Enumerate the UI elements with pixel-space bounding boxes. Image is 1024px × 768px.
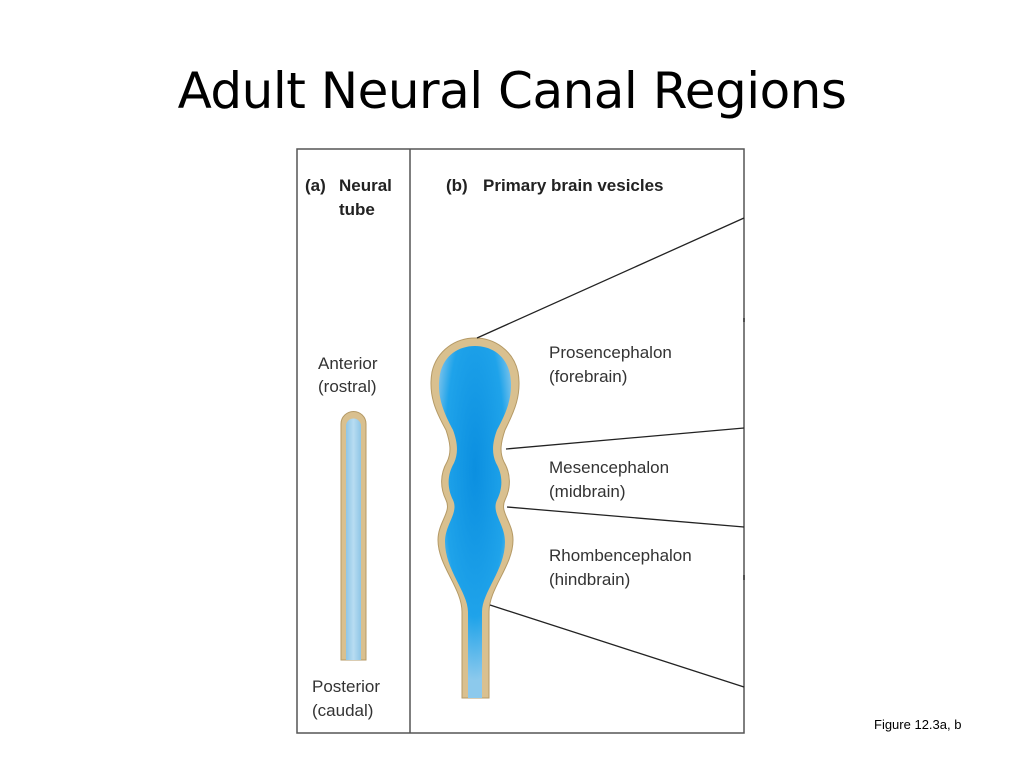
rostral-label: (rostral) [318,377,377,396]
anterior-label: Anterior [318,354,378,373]
leader-lines [476,217,745,688]
posterior-label: Posterior [312,677,381,696]
panel-a-heading-line1: Neural [339,176,392,195]
panel-b-letter: (b) [446,176,468,195]
panel-a-letter: (a) [305,176,326,195]
mesencephalon-label: Mesencephalon [549,458,670,477]
figure-frame [296,148,745,734]
panel-b-heading: Primary brain vesicles [483,176,664,195]
forebrain-label: (forebrain) [549,367,628,386]
prosencephalon-label: Prosencephalon [549,343,672,362]
midbrain-label: (midbrain) [549,482,626,501]
caudal-label: (caudal) [312,701,374,720]
slide-title: Adult Neural Canal Regions [177,62,847,120]
hindbrain-label: (hindbrain) [549,570,631,589]
brain-vesicles-shape [430,337,520,699]
neural-tube-shape [340,411,367,661]
panel-a-heading-line2: tube [339,200,375,219]
rhombencephalon-label: Rhombencephalon [549,546,692,565]
figure-caption: Figure 12.3a, b [874,717,962,732]
